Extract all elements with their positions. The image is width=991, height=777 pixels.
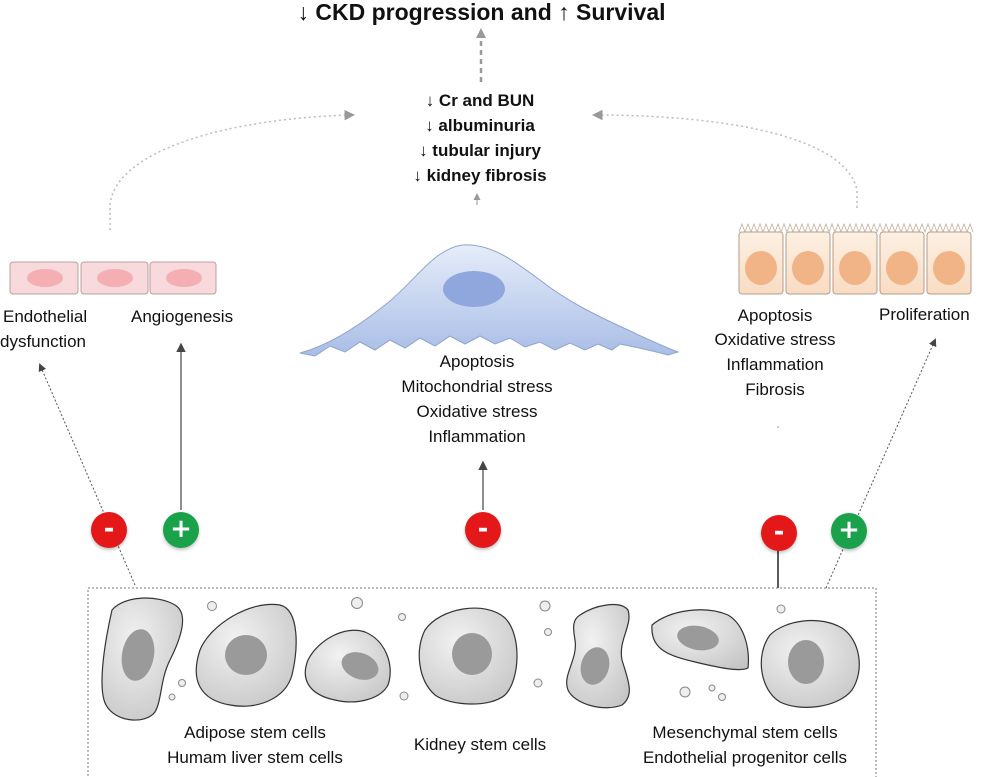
outcome-tubular-injury: ↓ tubular injury — [419, 141, 541, 160]
stem-cells-right-line2: Endothelial progenitor cells — [642, 748, 848, 767]
tubular-inhibit-badge: - — [761, 515, 797, 551]
stem-cell-box — [87, 587, 877, 777]
vesicles — [168, 597, 786, 701]
stem-cells — [101, 597, 860, 721]
podocyte-effect-apoptosis: Apoptosis — [439, 352, 515, 371]
outcome-cr-bun: ↓ Cr and BUN — [425, 91, 535, 110]
diagram-title: ↓ CKD progression and ↑ Survival — [297, 0, 666, 25]
tubular-effect-oxidative: Oxidative stress — [714, 330, 836, 349]
proliferation-promote-badge: + — [831, 513, 867, 549]
tubular-to-outcome-arrow — [592, 109, 858, 208]
podocyte-cell — [299, 244, 680, 357]
tubular-cells — [738, 222, 974, 295]
endothelial-inhibit-badge: - — [91, 512, 127, 548]
endothelial-dysfunction-line1: Endothelial — [3, 307, 88, 326]
proliferation-plus-arrow — [825, 338, 937, 589]
angiogenesis-label: Angiogenesis — [131, 307, 234, 326]
podocyte-effect-mitochondrial: Mitochondrial stress — [401, 377, 553, 396]
endothelial-dysfunction-line2: dysfunction — [0, 332, 86, 351]
stem-cells-left-line1: Adipose stem cells — [184, 723, 326, 742]
stem-cells-left-line2: Humam liver stem cells — [167, 748, 343, 767]
podocyte-effect-oxidative: Oxidative stress — [416, 402, 538, 421]
outcome-albuminuria: ↓ albuminuria — [425, 116, 535, 135]
stem-cells-right-line1: Mesenchymal stem cells — [652, 723, 838, 742]
outcome-kidney-fibrosis: ↓ kidney fibrosis — [413, 166, 547, 185]
tubular-effect-inflammation: Inflammation — [726, 355, 824, 374]
endothelial-cells — [9, 261, 217, 295]
angiogenesis-promote-badge: + — [163, 512, 199, 548]
stem-cells-center: Kidney stem cells — [413, 735, 547, 754]
endothelial-to-outcome-arrow — [109, 109, 355, 230]
podocyte-inhibit-badge: - — [465, 512, 501, 548]
tubular-effect-fibrosis: Fibrosis — [745, 380, 805, 399]
tubular-effect-apoptosis: Apoptosis — [737, 306, 813, 325]
podocyte-effect-inflammation: Inflammation — [428, 427, 526, 446]
endothelial-minus-arrow — [38, 363, 136, 586]
proliferation-label: Proliferation — [879, 305, 970, 324]
